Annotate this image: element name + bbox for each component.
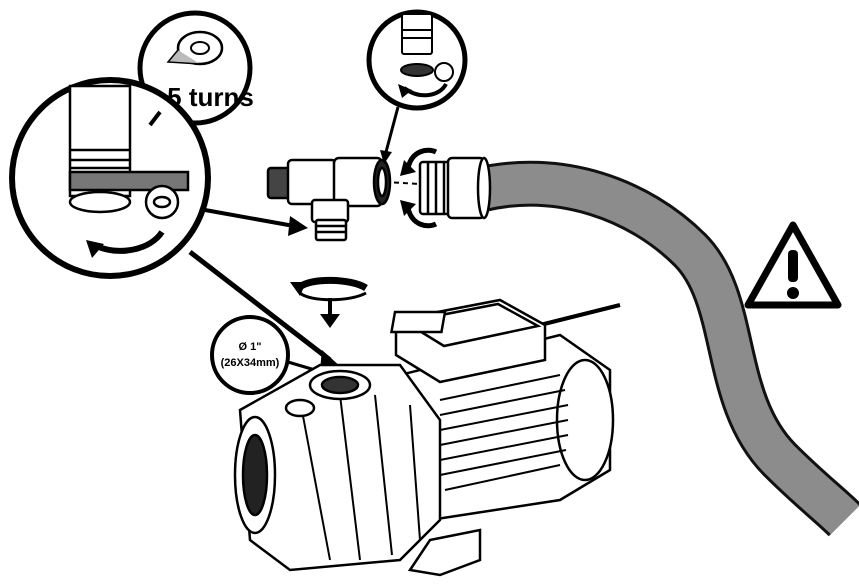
- hose-connector: [418, 156, 492, 220]
- pump: [233, 298, 621, 577]
- rotate-arrows-connector: [405, 147, 438, 229]
- warning-triangle-icon: [744, 221, 842, 309]
- rotate-arrow-pump: [290, 276, 368, 328]
- arrow-head-icon: [400, 200, 416, 216]
- callout-leader-tee: [204, 208, 308, 236]
- arrow-head-icon: [400, 160, 416, 176]
- callout-hose-thread: [366, 9, 468, 164]
- inlet-size-mm-label: (26X34mm): [221, 357, 280, 369]
- callout-tee-thread: [9, 77, 211, 279]
- callout-leader-tape: [148, 110, 162, 127]
- hose: [472, 160, 859, 537]
- alignment-dashed-line: [384, 181, 421, 185]
- callout-inlet-size: Ø 1" (26X34mm): [210, 315, 316, 395]
- tee-fitting: [266, 156, 392, 242]
- inlet-diameter-label: Ø 1": [239, 341, 262, 353]
